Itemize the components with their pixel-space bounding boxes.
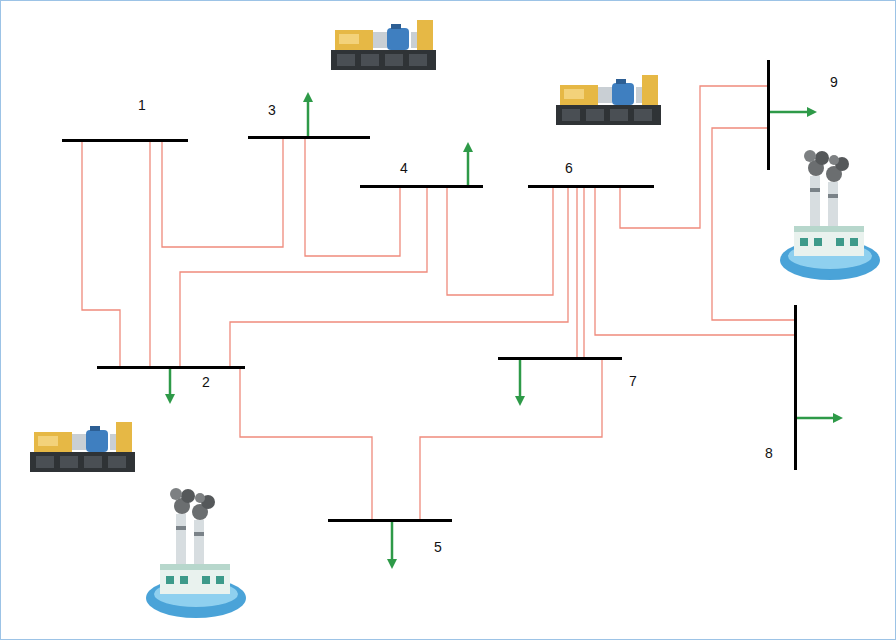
generator-icon [30,422,135,472]
bus-number: 4 [399,160,409,176]
bus-number: 9 [829,74,839,90]
generator-icon [556,75,661,125]
bus-number: 8 [764,445,774,461]
transmission-line [620,86,767,228]
transmission-line [595,188,794,335]
bus-number: 5 [433,539,443,555]
bus-bar: 1 [62,139,188,142]
transmission-line [583,188,584,357]
transmission-line [180,188,427,366]
bus-bar: 7 [498,357,622,360]
bus-bar: 2 [97,366,245,369]
bus-number: 3 [267,102,277,118]
transmission-line [305,139,400,256]
transmission-line [240,369,372,519]
bus-number: 1 [137,97,147,113]
power-plant-icon [780,150,880,280]
bus-number: 6 [564,160,574,176]
transmission-line [149,142,150,366]
bus-bar: 3 [248,136,370,139]
bus-number: 2 [201,374,211,390]
transmission-line [82,142,120,366]
bus-bar: 5 [328,519,452,522]
bus-bar: 6 [528,185,654,188]
bus-bar: 4 [360,185,483,188]
load-arrows [170,97,838,564]
bus-bar: 9 [767,60,770,170]
transmission-line [576,188,577,357]
transmission-line [420,360,602,519]
transmission-line [230,188,568,366]
power-plant-icon [146,488,246,618]
generator-icon [331,20,436,70]
transmission-line [447,188,553,295]
transmission-line [162,139,283,247]
bus-number: 7 [628,373,638,389]
transmission-line [712,128,794,320]
bus-bar: 8 [794,305,797,470]
